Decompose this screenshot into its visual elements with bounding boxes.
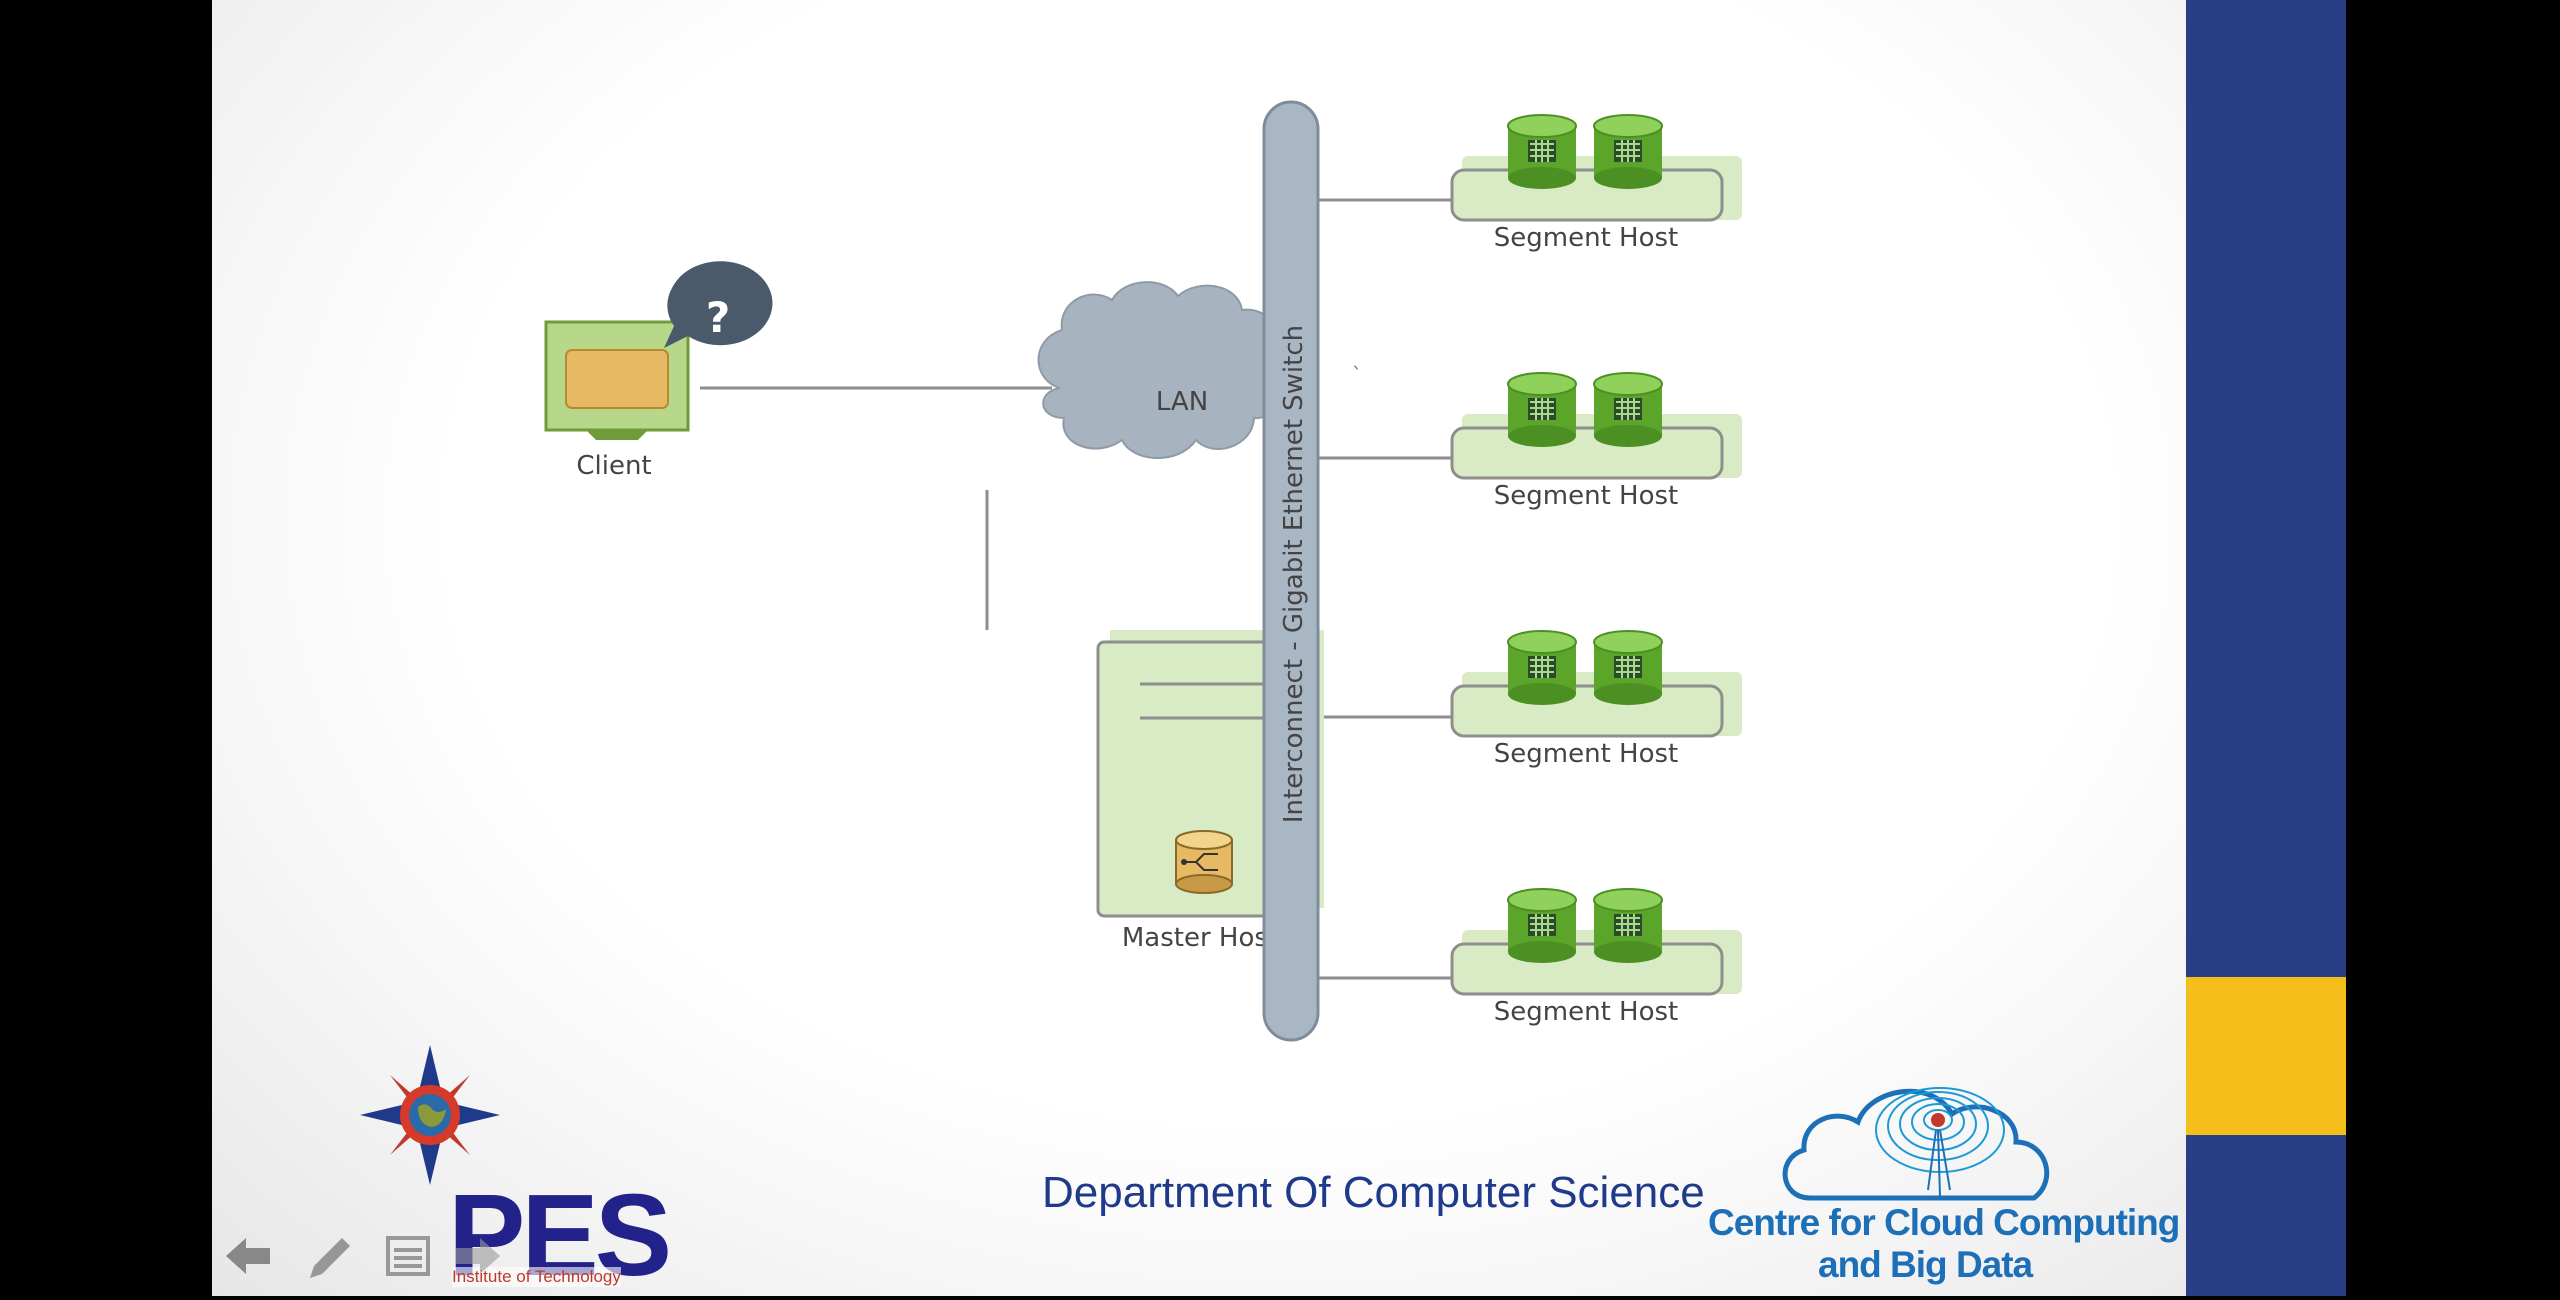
disk-icon	[1593, 114, 1663, 190]
cloud-computing-logo: Centre for Cloud Computing and Big Data	[1700, 1070, 2180, 1296]
database-icon	[1175, 830, 1233, 894]
segment-host	[1450, 372, 1742, 480]
department-title: Department Of Computer Science	[1042, 1168, 1705, 1217]
segment-host	[1450, 888, 1742, 996]
svg-text:`: `	[1352, 363, 1362, 387]
client-icon: ?	[544, 261, 773, 440]
question-mark: ?	[706, 293, 730, 342]
slide: ? Client LAN ` Master Host Interconnec	[212, 0, 2346, 1296]
cloud-logo-line1: Centre for Cloud Computing	[1708, 1202, 2180, 1243]
segment-host	[1450, 630, 1742, 738]
client-label: Client	[576, 451, 651, 481]
segment-host	[1450, 114, 1742, 222]
slide-nav-controls	[220, 1228, 520, 1288]
disk-icon	[1507, 630, 1577, 706]
switch-label: Interconnect - Gigabit Ethernet Switch	[1279, 325, 1309, 823]
arrow-left-icon[interactable]	[220, 1228, 276, 1284]
disk-icon	[1593, 372, 1663, 448]
disk-icon	[1593, 888, 1663, 964]
pes-logo-subtext: Institute of Technology	[452, 1267, 621, 1287]
architecture-diagram: ? Client LAN ` Master Host Interconnec	[544, 100, 1742, 1042]
segment-host-label: Segment Host	[1494, 739, 1678, 769]
menu-icon[interactable]	[380, 1228, 436, 1284]
cloud-logo-line2: and Big Data	[1818, 1244, 2033, 1285]
disk-icon	[1507, 372, 1577, 448]
pen-icon[interactable]	[300, 1228, 356, 1284]
disk-icon	[1507, 114, 1577, 190]
master-host-label: Master Host	[1122, 923, 1278, 953]
disk-icon	[1593, 630, 1663, 706]
segment-host-label: Segment Host	[1494, 997, 1678, 1027]
pes-logo: PES Institute of Technology	[330, 1045, 672, 1295]
disk-icon	[1507, 888, 1577, 964]
switch-bar	[1262, 100, 1320, 1042]
arrow-right-icon[interactable]	[450, 1228, 506, 1284]
cloud-logo-icon	[1782, 1087, 2050, 1201]
compass-emblem-icon	[360, 1045, 500, 1185]
sidebar-accent-yellow	[2186, 977, 2346, 1135]
lan-cloud-icon	[1037, 281, 1285, 459]
segment-host-label: Segment Host	[1494, 481, 1678, 511]
segment-host-label: Segment Host	[1494, 223, 1678, 253]
lan-label: LAN	[1156, 387, 1208, 417]
